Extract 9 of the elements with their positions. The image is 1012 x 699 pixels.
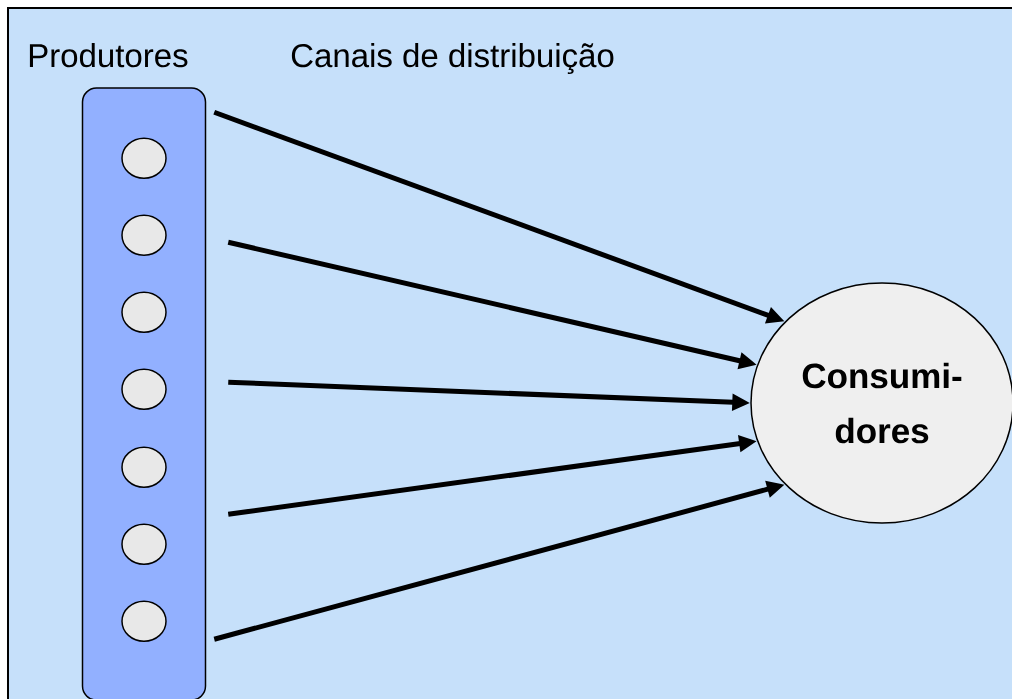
label: Canais de distribuição [291, 43, 614, 74]
producer-circle [121, 600, 167, 642]
producer-circle [121, 137, 167, 179]
producer-circle [121, 291, 167, 333]
producer-circle [121, 368, 167, 410]
producer-circle [121, 446, 167, 488]
heading: Produtores [29, 43, 188, 68]
producer-circle [121, 214, 167, 256]
producer-circle [121, 523, 167, 565]
